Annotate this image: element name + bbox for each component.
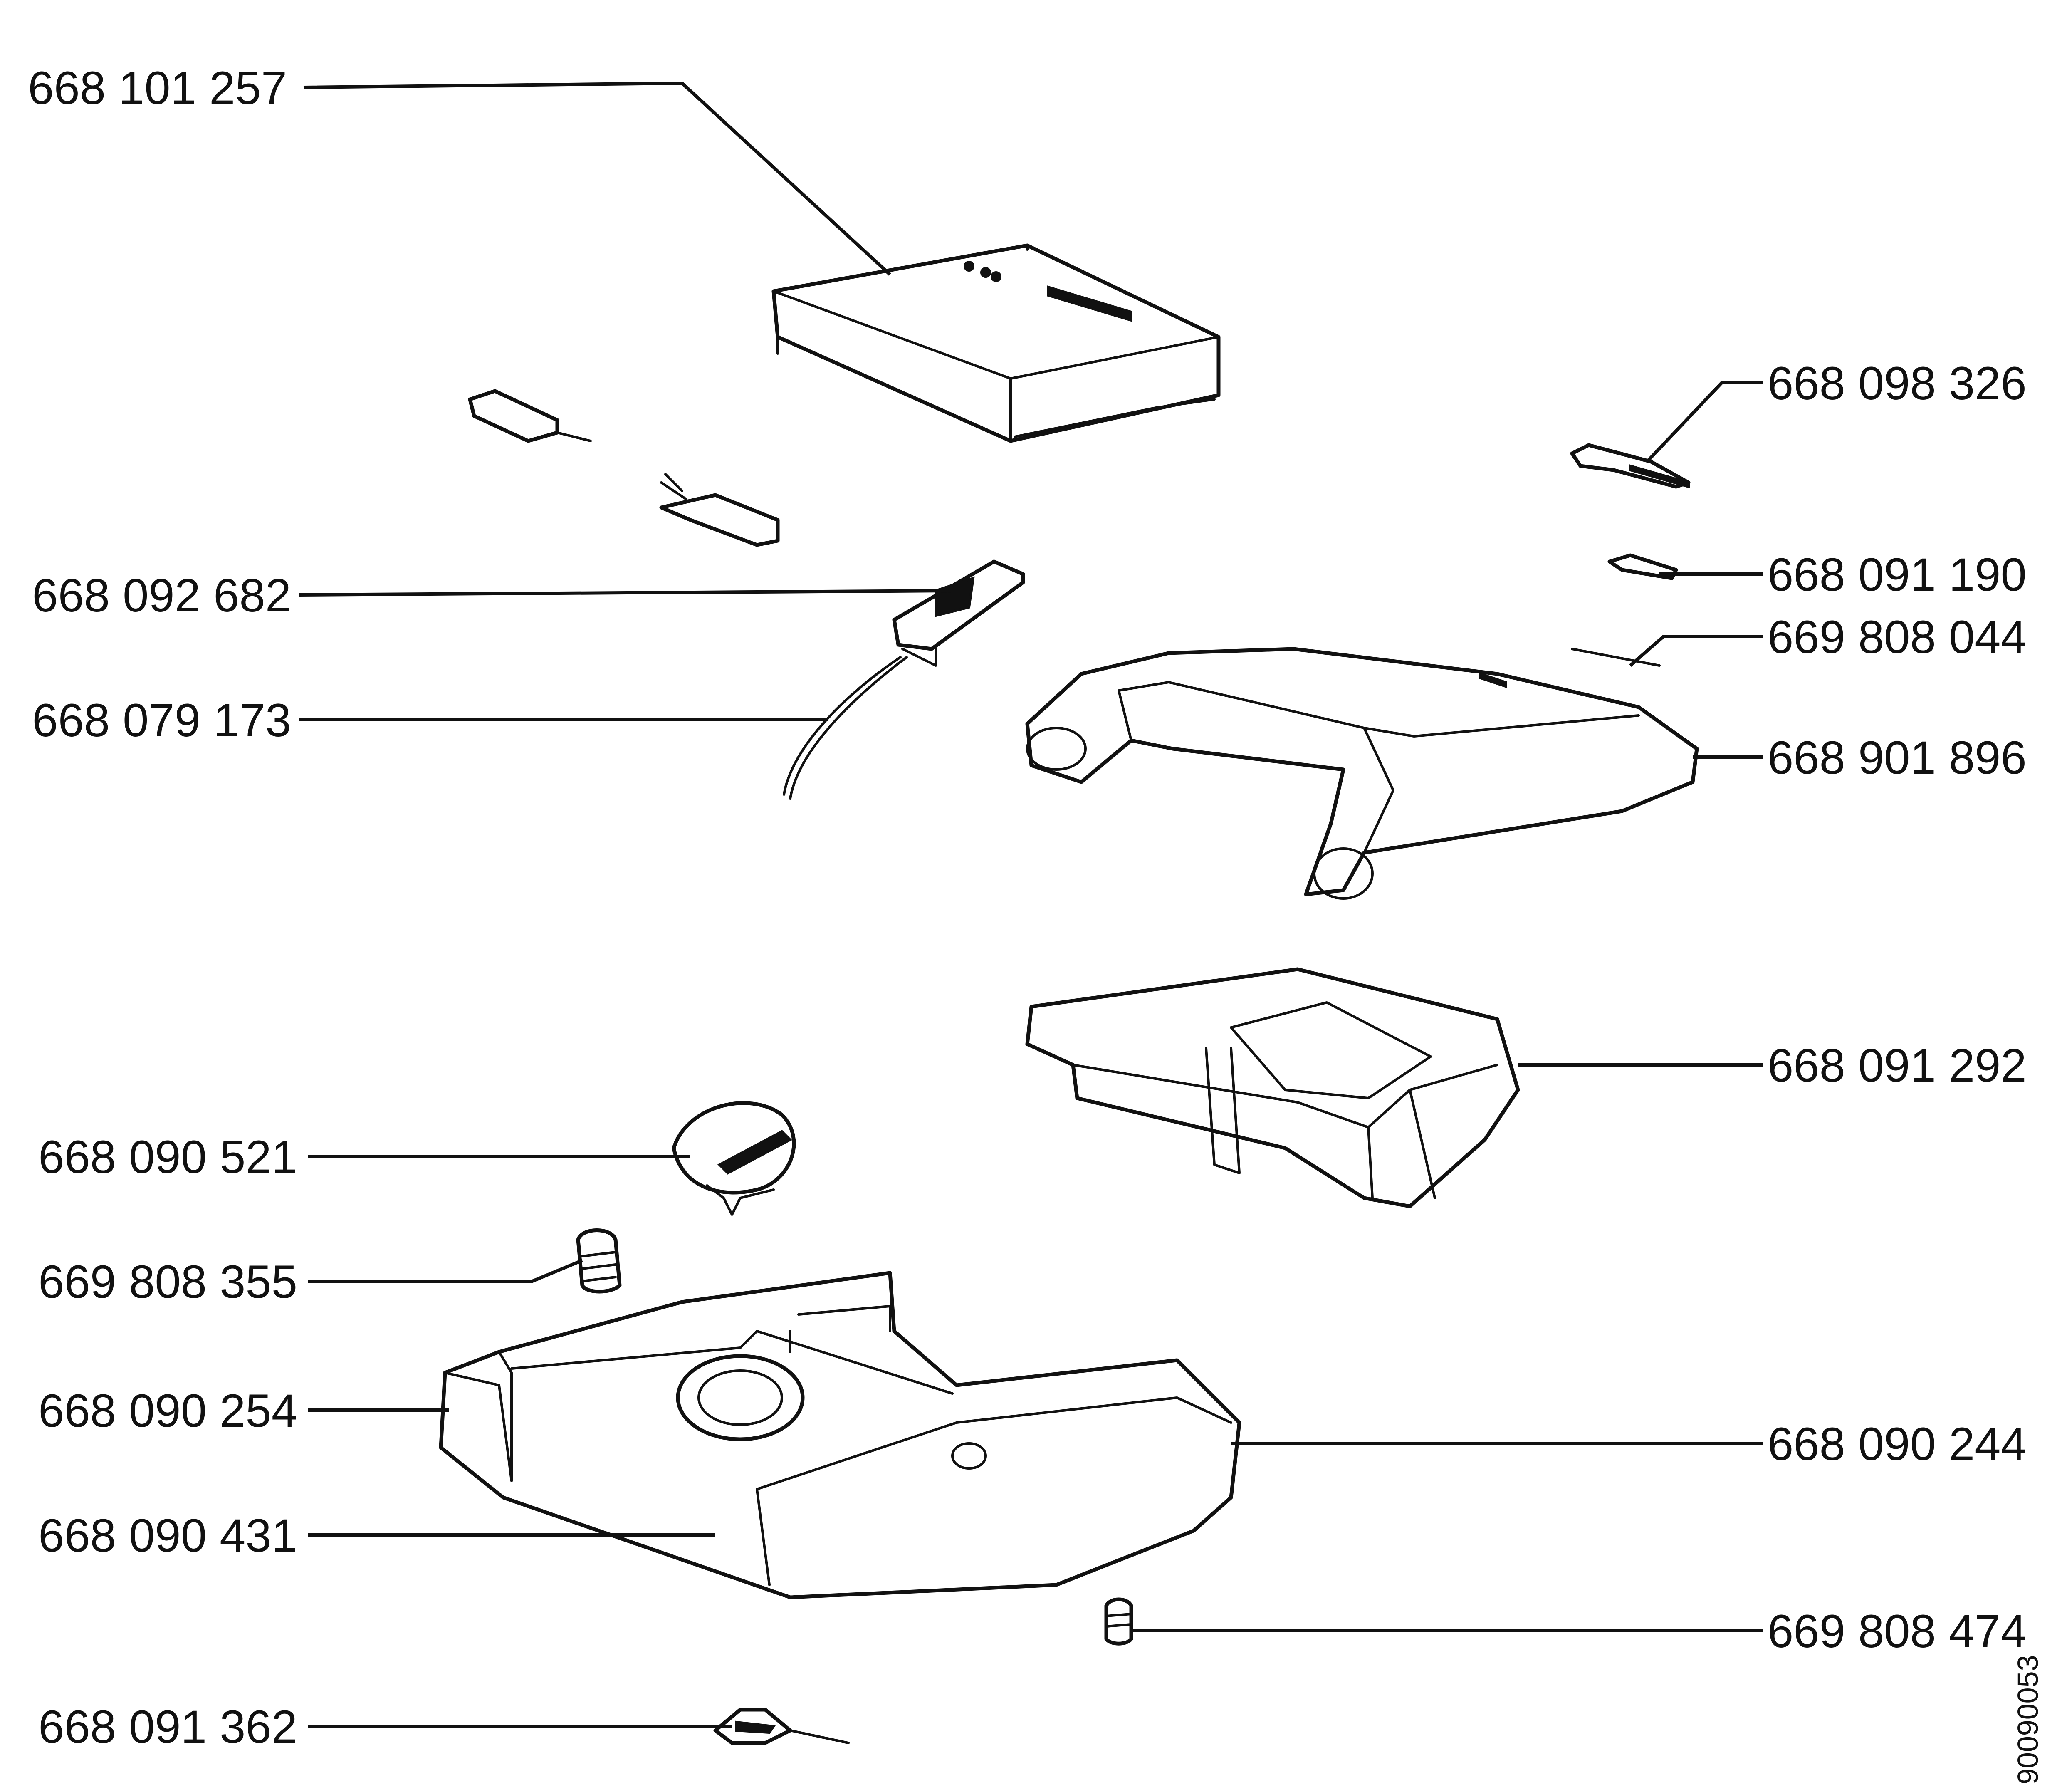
part-label-clip-small-right: 668 091 190 xyxy=(1768,549,2027,601)
leader-668-101-257 xyxy=(303,81,891,276)
part-label-lid-top-cover: 668 101 257 xyxy=(28,62,287,114)
part-label-clip-upper-right: 668 098 326 xyxy=(1768,357,2027,409)
part-label-spring-right: 669 808 474 xyxy=(1768,1605,2027,1657)
part-label-handle: 668 901 896 xyxy=(1768,732,2027,784)
part-label-cable: 668 079 173 xyxy=(32,694,291,746)
lid-top-cover-drawing xyxy=(771,243,1221,443)
upper-left-clips-drawing xyxy=(468,389,780,547)
leader-669-808-355 xyxy=(308,1259,583,1283)
part-label-spring-left: 669 808 355 xyxy=(38,1256,297,1308)
base-assembly-drawing xyxy=(439,1271,1241,1599)
leader-lines xyxy=(299,81,1763,1728)
part-label-left-end-cap: 668 090 254 xyxy=(38,1385,297,1437)
spring-left-drawing xyxy=(576,1228,622,1294)
part-label-knob: 668 090 521 xyxy=(38,1131,297,1183)
bottom-clip-drawing xyxy=(713,1708,850,1745)
document-id: 90090053 xyxy=(2012,1655,2044,1785)
part-label-handle-housing: 668 091 292 xyxy=(1768,1040,2027,1092)
part-label-bottom-clip: 668 091 362 xyxy=(38,1701,297,1753)
leader-669-808-044 xyxy=(1629,635,1763,667)
handle-housing-drawing xyxy=(1025,967,1520,1208)
handle-drawing xyxy=(1025,647,1699,900)
part-label-pin: 669 808 044 xyxy=(1768,611,2027,663)
switch-assembly-drawing xyxy=(783,559,1025,800)
leader-668-092-682 xyxy=(299,589,953,597)
part-label-right-body: 668 090 244 xyxy=(1768,1418,2027,1470)
knob-drawing xyxy=(672,1101,796,1216)
part-label-center-base: 668 090 431 xyxy=(38,1510,297,1562)
leader-668-098-326 xyxy=(1646,381,1763,463)
part-label-switch-assembly: 668 092 682 xyxy=(32,569,291,621)
part-labels: 668 101 257 668 092 682 668 079 173 668 … xyxy=(28,62,2044,1785)
spring-right-drawing xyxy=(1104,1597,1133,1646)
upper-right-clips-drawing xyxy=(1570,443,1691,667)
